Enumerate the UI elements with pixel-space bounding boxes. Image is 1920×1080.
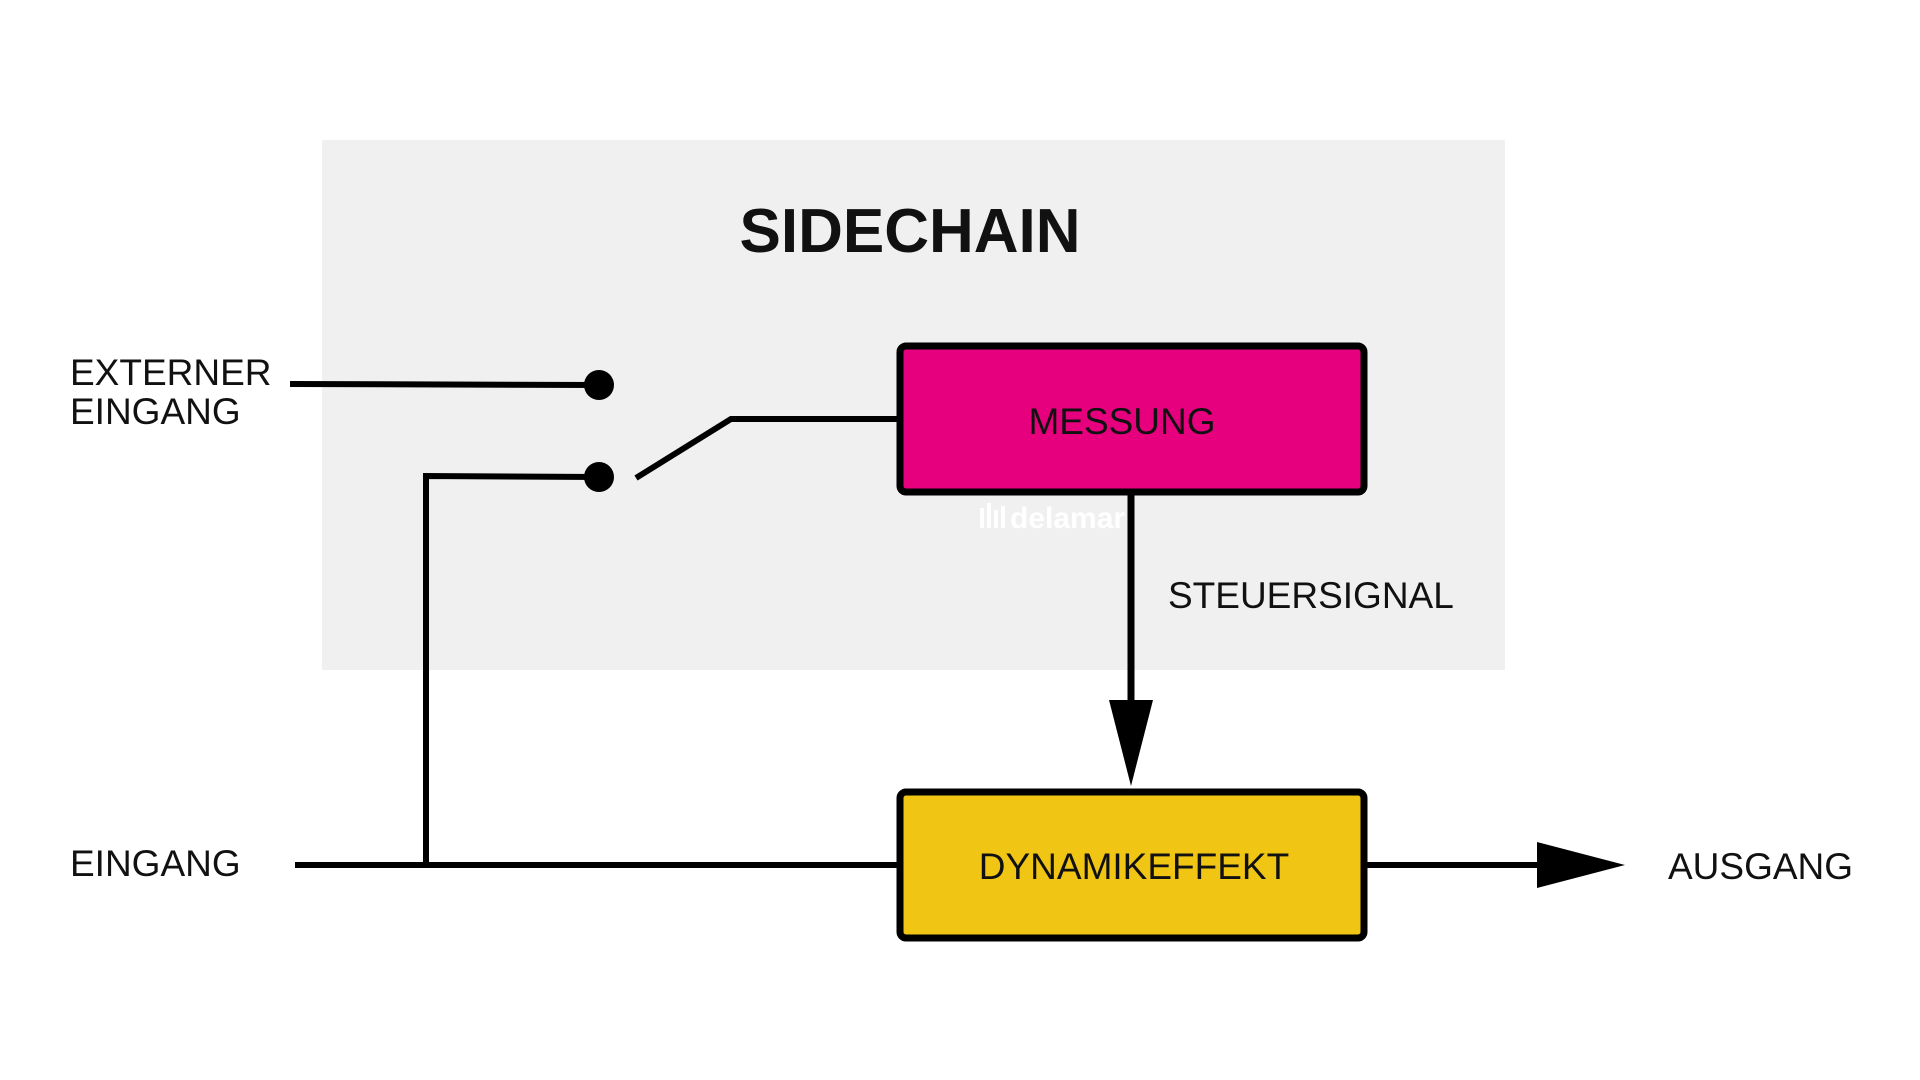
svg-text:delamar: delamar <box>1010 502 1125 535</box>
switch-contact-external <box>584 370 614 400</box>
external-input-wire <box>289 381 600 388</box>
external-input-label-line2: EINGANG <box>70 391 241 432</box>
measurement-label: MESSUNG <box>1028 401 1215 442</box>
control-signal-label: STEUERSIGNAL <box>1168 575 1454 616</box>
control-signal-arrowhead <box>1109 700 1153 786</box>
main-input-label: EINGANG <box>70 843 241 884</box>
external-input-label-line1: EXTERNER <box>70 352 271 393</box>
output-arrowhead <box>1537 842 1625 888</box>
internal-sidechain-wire <box>423 472 600 866</box>
watermark-logo: delamar <box>980 502 1125 535</box>
switch-lever <box>634 416 898 481</box>
sidechain-title: SIDECHAIN <box>739 197 1080 266</box>
output-label: AUSGANG <box>1668 846 1853 887</box>
dynamics-label: DYNAMIKEFFEKT <box>979 846 1289 887</box>
